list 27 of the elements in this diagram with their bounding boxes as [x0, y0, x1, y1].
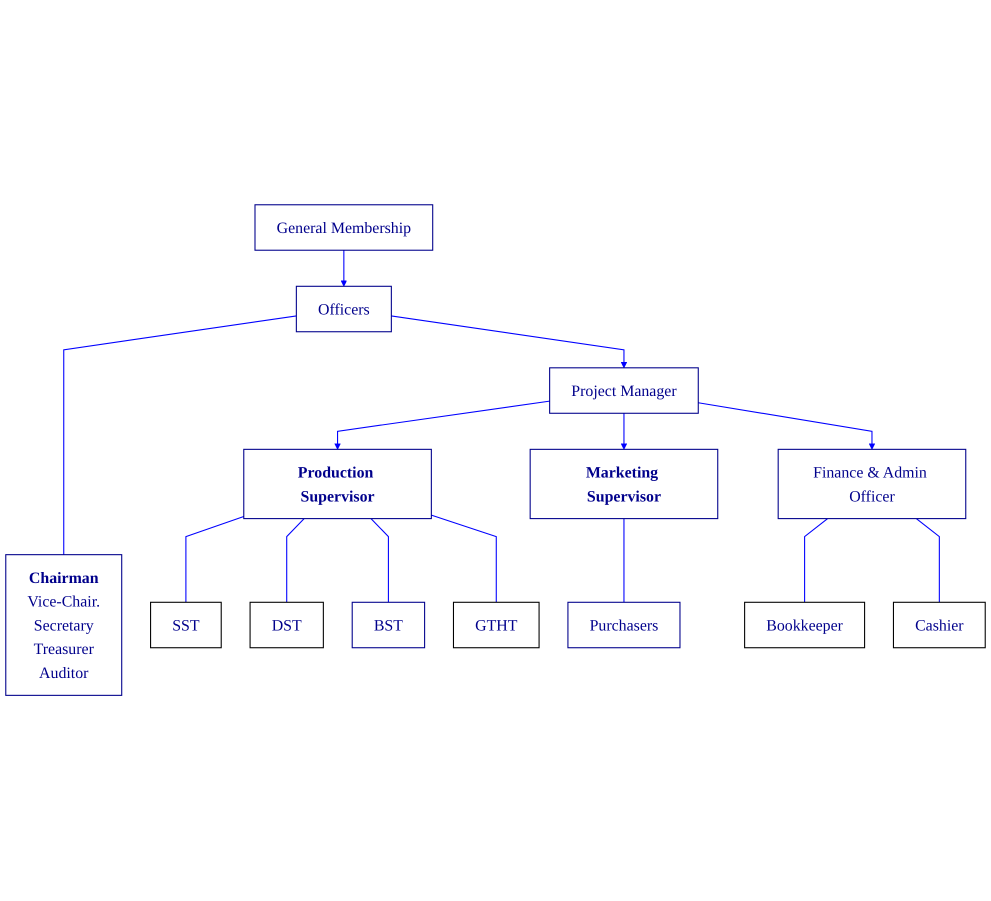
node-box: Officers: [296, 286, 392, 333]
node-box: Marketing Supervisor: [530, 449, 718, 520]
arrow: [334, 401, 550, 450]
node-box: Cashier: [892, 602, 986, 649]
node-box: Production Supervisor: [243, 449, 432, 520]
node-box: General Membership: [254, 204, 434, 252]
connector: [286, 518, 305, 603]
arrow: [698, 402, 876, 450]
node-box: DST: [250, 602, 324, 649]
node-box: GTHT: [452, 602, 540, 649]
node-box: Finance & Admin Officer: [778, 449, 966, 520]
connector: [623, 519, 624, 603]
node-box: BST: [352, 602, 426, 649]
node-box: Purchasers: [567, 602, 681, 649]
arrow: [620, 414, 628, 450]
node-box: Chairman Vice-Chair. Secretary Treasurer Auditor: [5, 554, 122, 696]
connector: [804, 518, 828, 603]
connector: [63, 316, 296, 556]
node-box: Bookkeeper: [744, 602, 866, 649]
connector: [916, 518, 940, 603]
connector: [185, 516, 244, 603]
arrow: [340, 250, 348, 288]
node-box: SST: [150, 602, 222, 649]
connector: [370, 518, 389, 603]
node-box: Project Manager: [549, 368, 699, 414]
connector: [431, 515, 497, 603]
arrow: [391, 316, 628, 369]
